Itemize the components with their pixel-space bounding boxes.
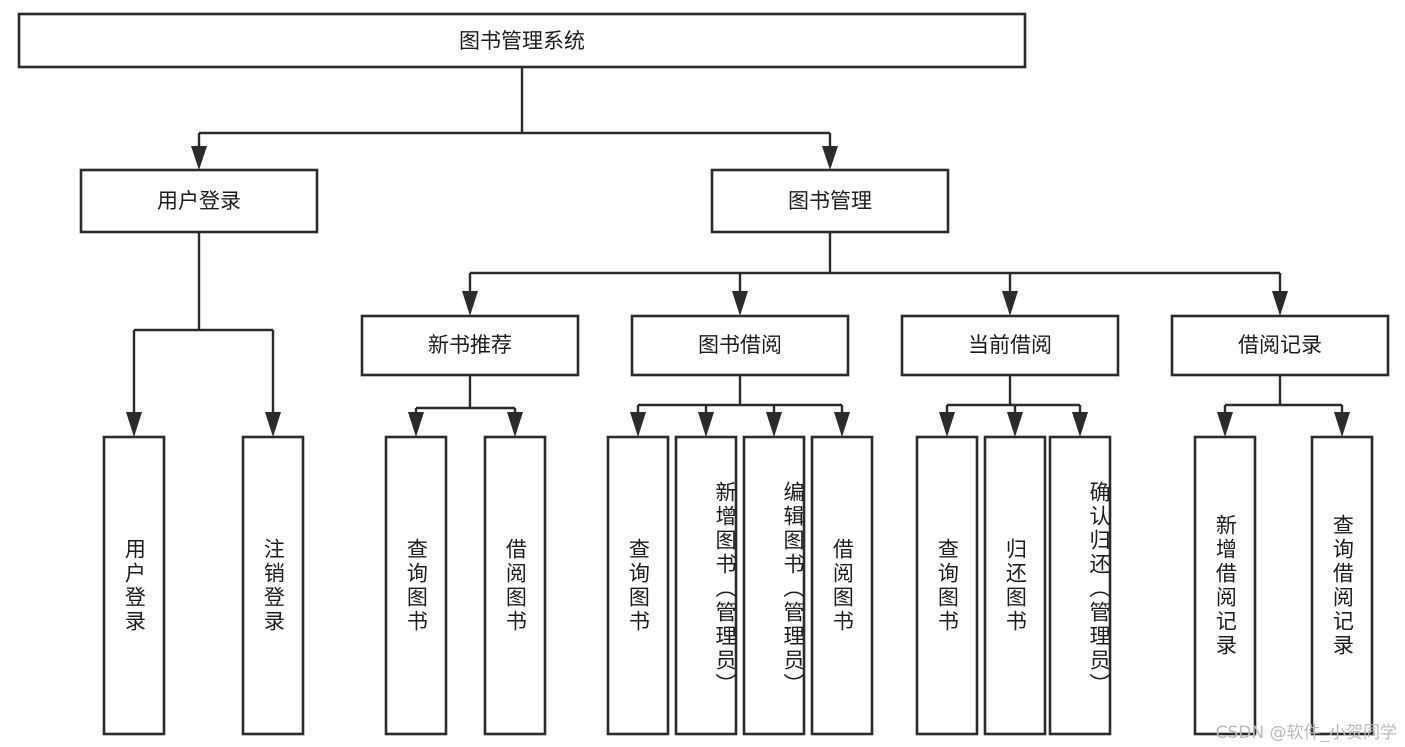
node-leaf-borrow-query-box[interactable] xyxy=(606,435,670,736)
arrow-head-icon xyxy=(1272,291,1288,316)
node-user-login[interactable]: 用户登录 xyxy=(79,168,319,234)
node-leaf-rec-query-box[interactable] xyxy=(384,435,448,736)
node-book-manage-label: 图书管理 xyxy=(788,189,872,213)
edges-newbookrec-to-leaves xyxy=(408,375,523,437)
leaf-boxes xyxy=(102,435,1374,736)
node-new-book-rec-label: 新书推荐 xyxy=(428,333,512,357)
node-current-borrow-label: 当前借阅 xyxy=(968,333,1052,357)
node-leaf-cur-query-box[interactable] xyxy=(915,435,979,736)
node-leaf-borrow-edit-box[interactable] xyxy=(742,435,806,736)
node-leaf-borrow-lend-box[interactable] xyxy=(810,435,874,736)
node-leaf-rec-add-box[interactable] xyxy=(1193,435,1257,736)
arrow-head-icon xyxy=(1334,412,1350,437)
arrow-head-icon xyxy=(126,412,142,437)
node-borrow-record[interactable]: 借阅记录 xyxy=(1170,314,1390,377)
arrow-head-icon xyxy=(630,412,646,437)
arrow-head-icon xyxy=(1007,412,1023,437)
edges-bookmanage-to-level3 xyxy=(462,232,1288,316)
edges-borrowrecord-to-leaves xyxy=(1217,375,1350,437)
node-book-manage[interactable]: 图书管理 xyxy=(710,168,950,234)
arrow-head-icon xyxy=(822,146,838,170)
node-leaf-cur-confirm-box[interactable] xyxy=(1048,435,1112,736)
arrow-head-icon xyxy=(834,412,850,437)
arrow-head-icon xyxy=(507,412,523,437)
node-book-borrow-box[interactable] xyxy=(630,314,850,377)
node-current-borrow[interactable]: 当前借阅 xyxy=(900,314,1120,377)
node-new-book-rec[interactable]: 新书推荐 xyxy=(360,314,580,377)
arrow-head-icon xyxy=(1072,412,1088,437)
arrow-head-icon xyxy=(1217,412,1233,437)
arrow-head-icon xyxy=(766,412,782,437)
node-borrow-record-box[interactable] xyxy=(1170,314,1390,377)
node-user-login-box[interactable] xyxy=(79,168,319,234)
arrow-head-icon xyxy=(408,412,424,437)
arrow-head-icon xyxy=(698,412,714,437)
edges-root-to-level2 xyxy=(191,67,838,170)
watermark: CSDN @软件_小贺同学 xyxy=(1215,723,1397,743)
node-borrow-record-label: 借阅记录 xyxy=(1238,333,1322,357)
arrow-head-icon xyxy=(732,291,748,316)
arrow-head-icon xyxy=(939,412,955,437)
node-book-borrow[interactable]: 图书借阅 xyxy=(630,314,850,377)
node-leaf-user-logout-box[interactable] xyxy=(241,435,305,736)
node-current-borrow-box[interactable] xyxy=(900,314,1120,377)
node-leaf-borrow-add-box[interactable] xyxy=(674,435,738,736)
arrow-head-icon xyxy=(1002,291,1018,316)
arrow-head-icon xyxy=(191,146,207,170)
node-leaf-user-login-box[interactable] xyxy=(102,435,166,736)
node-leaf-rec-borrow-box[interactable] xyxy=(483,435,547,736)
arrow-head-icon xyxy=(265,412,281,437)
edges-userlogin-to-leaves xyxy=(126,232,281,437)
node-root-box[interactable] xyxy=(17,12,1027,69)
node-leaf-cur-return-box[interactable] xyxy=(983,435,1047,736)
node-root-label: 图书管理系统 xyxy=(459,29,585,53)
node-book-manage-box[interactable] xyxy=(710,168,950,234)
edges-currentborrow-to-leaves xyxy=(939,375,1088,437)
edges-bookborrow-to-leaves xyxy=(630,375,850,437)
node-book-borrow-label: 图书借阅 xyxy=(698,333,782,357)
node-new-book-rec-box[interactable] xyxy=(360,314,580,377)
arrow-head-icon xyxy=(462,291,478,316)
node-root[interactable]: 图书管理系统 xyxy=(17,12,1027,69)
node-leaf-rec-search-box[interactable] xyxy=(1310,435,1374,736)
node-user-login-label: 用户登录 xyxy=(157,189,241,213)
